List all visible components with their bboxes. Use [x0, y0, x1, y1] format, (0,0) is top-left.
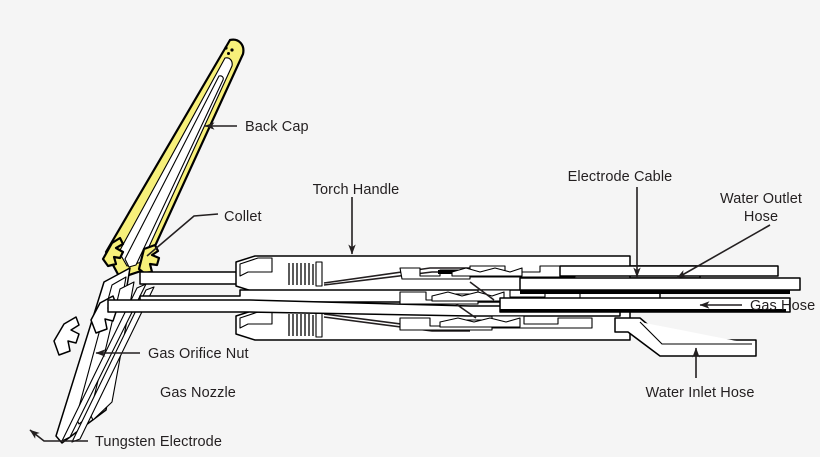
gas-hose-part — [499, 297, 791, 313]
callout-tungsten-electrode: Tungsten Electrode — [29, 429, 222, 450]
label-collet: Collet — [224, 209, 262, 225]
callout-back-cap: Back Cap — [204, 119, 309, 135]
label-gas-nozzle: Gas Nozzle — [160, 385, 236, 401]
label-tungsten-electrode: Tungsten Electrode — [95, 434, 222, 450]
label-water-outlet-hose-line1: Water Outlet — [720, 191, 802, 207]
handle-grip-ridges-lower — [288, 314, 314, 336]
internal-mechanism-upper — [399, 265, 576, 280]
label-gas-hose: Gas Hose — [750, 298, 815, 314]
hoses-group — [499, 265, 801, 357]
cap-vent-dot — [230, 48, 234, 52]
gas-nozzle-part — [55, 267, 155, 444]
cap-vent-dot — [227, 52, 230, 55]
label-water-inlet-hose: Water Inlet Hose — [645, 385, 754, 401]
internal-mechanism-lower — [399, 315, 593, 331]
electrode-cable-part — [519, 277, 801, 291]
back-cap-part — [104, 38, 245, 280]
callout-electrode-cable: Electrode Cable — [568, 169, 673, 278]
handle-grip-ridges-upper — [288, 263, 314, 285]
water-outlet-hose-part — [559, 265, 779, 277]
callout-water-inlet-hose: Water Inlet Hose — [645, 347, 754, 401]
label-gas-orifice-nut: Gas Orifice Nut — [148, 346, 249, 362]
label-electrode-cable: Electrode Cable — [568, 169, 673, 185]
callout-gas-hose: Gas Hose — [699, 298, 815, 314]
label-back-cap: Back Cap — [245, 119, 309, 135]
callout-collet: Collet — [146, 209, 262, 257]
cap-vent-dot — [224, 46, 228, 50]
callout-water-outlet-hose: Water Outlet Hose — [676, 191, 802, 279]
label-torch-handle: Torch Handle — [313, 182, 400, 198]
callout-torch-handle: Torch Handle — [313, 182, 400, 255]
label-water-outlet-hose-line2: Hose — [744, 209, 778, 225]
callout-gas-orifice-nut: Gas Orifice Nut — [95, 346, 249, 362]
